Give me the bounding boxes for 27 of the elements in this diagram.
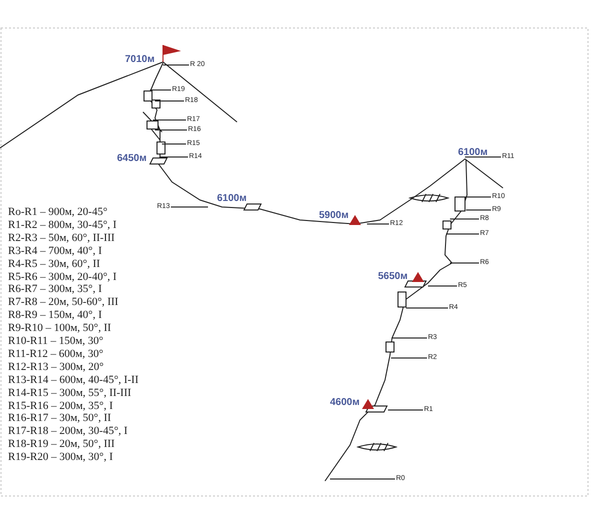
route-section-note: R13-R14 – 600м, 40-45°, I-II: [8, 374, 139, 386]
route-section-note: R14-R15 – 300м, 55°, II-III: [8, 386, 132, 399]
altitude-label: 7010м: [125, 54, 155, 65]
route-section-note: R3-R4 – 700м, 40°, I: [8, 244, 102, 257]
route-section-note: Ro-R1 – 900м, 20-45°: [8, 206, 108, 218]
route-section-note: R8-R9 – 150м, 40°, I: [8, 309, 102, 322]
altitude-label: 6100м: [458, 147, 488, 158]
altitude-label: 6100м: [217, 193, 247, 204]
route-section-note: R2-R3 – 50м, 60°, II-III: [8, 232, 115, 244]
route-section-note: R12-R13 – 300м, 20°: [8, 360, 104, 373]
route-section-note: R15-R16 – 200м, 35°, I: [8, 400, 113, 412]
route-section-note: R10-R11 – 150м, 30°: [8, 335, 104, 347]
route-section-note: R7-R8 – 20м, 50-60°, III: [8, 296, 118, 308]
route-section-note: R5-R6 – 300м, 20-40°, I: [8, 270, 117, 282]
route-section-note: R6-R7 – 300м, 35°, I: [8, 283, 102, 296]
route-section-note: R11-R12 – 600м, 30°: [8, 348, 104, 360]
route-section-note: R17-R18 – 200м, 30-45°, I: [8, 425, 128, 438]
altitude-label: 5650м: [378, 271, 408, 282]
altitude-label: 4600м: [330, 397, 360, 408]
route-section-note: R1-R2 – 800м, 30-45°, I: [8, 218, 117, 231]
route-section-note: R19-R20 – 300м, 30°, I: [8, 451, 113, 464]
route-section-note: R16-R17 – 30м, 50°, II: [8, 412, 112, 424]
route-section-note: R4-R5 – 30м, 60°, II: [8, 258, 100, 270]
altitude-label: 6450м: [117, 153, 147, 164]
route-section-note: R18-R19 – 20м, 50°, III: [8, 438, 115, 450]
altitude-label: 5900м: [319, 210, 349, 221]
route-section-note: R9-R10 – 100м, 50°, II: [8, 322, 112, 334]
